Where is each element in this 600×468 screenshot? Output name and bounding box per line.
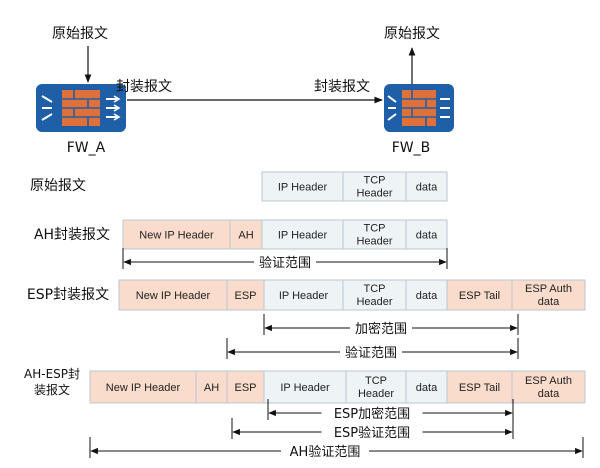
segment-box bbox=[226, 279, 265, 311]
encapsulated-packet-label-right: 封装报文 bbox=[314, 79, 370, 95]
range-label: ESP加密范围 bbox=[334, 406, 410, 422]
segment-box bbox=[405, 219, 448, 250]
range-label-bg bbox=[340, 343, 402, 361]
segment-label: TCP bbox=[364, 223, 386, 235]
segment-label: Header bbox=[358, 388, 394, 400]
segment-box bbox=[345, 370, 407, 404]
segment-box bbox=[263, 279, 344, 311]
range-label: 验证范围 bbox=[345, 345, 397, 361]
segment-label: TCP bbox=[364, 283, 386, 295]
segment-label: data bbox=[538, 388, 560, 400]
range-label-bg bbox=[350, 319, 412, 337]
range-label: 验证范围 bbox=[259, 255, 311, 271]
segment-box bbox=[226, 370, 265, 404]
segment-box bbox=[511, 279, 586, 311]
packet-row-4: AH-ESP封装报文 New IP Header AH ESP IP Header TCP… bbox=[24, 367, 586, 460]
range-label: AH验证范围 bbox=[290, 444, 361, 460]
segment-box bbox=[446, 370, 513, 404]
segment-label: IP Header bbox=[279, 290, 329, 302]
segment-box bbox=[261, 171, 344, 202]
segment-label: New IP Header bbox=[136, 290, 211, 302]
segment-label: ESP Auth bbox=[525, 375, 572, 387]
segment-label: IP Header bbox=[280, 382, 330, 394]
segment-label: AH bbox=[204, 382, 219, 394]
segment-box bbox=[405, 171, 448, 202]
segment-label: IP Header bbox=[278, 230, 328, 242]
encapsulated-packet-label-left: 封装报文 bbox=[116, 79, 172, 95]
segment-label: data bbox=[416, 290, 438, 302]
segment-label: Header bbox=[356, 236, 392, 248]
range-label-bg bbox=[281, 442, 369, 460]
range-label-bg bbox=[321, 404, 423, 422]
row-label: 装报文 bbox=[34, 382, 70, 397]
segment-box bbox=[342, 219, 407, 250]
range-label-bg bbox=[254, 253, 316, 271]
segment-label: New IP Header bbox=[139, 230, 214, 242]
segment-label: IP Header bbox=[278, 182, 328, 194]
range-label-bg bbox=[321, 423, 423, 441]
segment-label: ESP bbox=[234, 290, 256, 302]
firewall-a-icon bbox=[36, 84, 126, 132]
segment-box bbox=[229, 219, 263, 250]
firewall-a-label: FW_A bbox=[67, 140, 106, 156]
segment-box bbox=[261, 219, 344, 250]
row-label: 原始报文 bbox=[30, 178, 86, 194]
segment-label: ESP Auth bbox=[525, 283, 572, 295]
original-packet-input-label: 原始报文 bbox=[52, 26, 108, 42]
segment-label: data bbox=[416, 230, 438, 242]
firewall-b-icon bbox=[384, 84, 454, 132]
segment-label: New IP Header bbox=[106, 382, 181, 394]
range-label: 加密范围 bbox=[355, 321, 407, 337]
segment-label: Header bbox=[356, 296, 392, 308]
segment-label: data bbox=[416, 382, 438, 394]
segment-label: TCP bbox=[364, 175, 386, 187]
segment-box bbox=[118, 279, 228, 311]
original-packet-output-label: 原始报文 bbox=[384, 26, 440, 42]
segment-label: ESP bbox=[234, 382, 256, 394]
segment-box bbox=[263, 370, 347, 404]
segment-box bbox=[511, 370, 586, 404]
packet-row-3: ESP封装报文 New IP Header ESP IP Header TCPHeade… bbox=[27, 279, 586, 361]
segment-label: AH bbox=[238, 230, 253, 242]
segment-label: TCP bbox=[365, 375, 387, 387]
segment-label: Header bbox=[356, 188, 392, 200]
segment-label: ESP Tail bbox=[459, 290, 500, 302]
range-label: ESP验证范围 bbox=[334, 425, 410, 441]
segment-box bbox=[405, 370, 448, 404]
segment-label: data bbox=[416, 182, 438, 194]
segment-box bbox=[195, 370, 228, 404]
segment-label: data bbox=[538, 296, 560, 308]
row-label: ESP封装报文 bbox=[27, 287, 109, 303]
segment-label: ESP Tail bbox=[459, 382, 500, 394]
row-label: AH-ESP封 bbox=[24, 367, 80, 381]
row-label: AH封装报文 bbox=[34, 227, 110, 243]
firewall-b-label: FW_B bbox=[392, 140, 431, 156]
